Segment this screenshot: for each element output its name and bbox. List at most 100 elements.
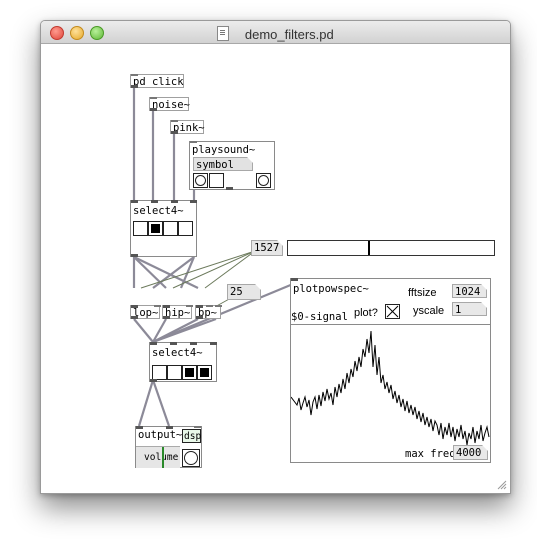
select4-bottom-abstraction[interactable]: select4~ [149,342,217,382]
plot-toggle[interactable] [385,304,400,319]
outlet[interactable] [131,254,138,257]
select4-top-abstraction[interactable]: select4~ [130,200,197,257]
freq-slider[interactable] [287,240,495,256]
cord-select2-output-r[interactable] [151,379,171,427]
outlet[interactable] [226,187,233,190]
inlet[interactable] [131,305,138,308]
q-number-box[interactable]: 25 [227,284,261,300]
volume-knob[interactable] [162,447,164,468]
hip-object[interactable]: hip~ [162,305,193,319]
inlet[interactable] [136,426,143,429]
resize-grip-icon[interactable] [496,479,507,490]
titlebar[interactable]: demo_filters.pd [41,21,510,44]
cord-freq-bp[interactable] [204,250,256,289]
bp-object[interactable]: bp~ [195,305,222,319]
spectrum-plot [291,330,490,445]
outlet[interactable] [150,108,157,111]
select-box-2[interactable] [167,365,182,380]
inlet[interactable] [291,278,298,281]
max-freq-value: 4000 [456,447,482,459]
pink-object[interactable]: pink~ [170,120,205,134]
play-bang[interactable] [193,173,208,188]
inlet[interactable] [210,342,217,345]
fftsize-value: 1024 [455,286,481,298]
inlet[interactable] [190,141,197,143]
cord-select-bp[interactable] [133,256,199,289]
select-box-3[interactable] [163,221,178,236]
cord-ctrl-hip[interactable] [152,256,195,289]
cord-lop-select2[interactable] [133,318,154,343]
fftsize-number-box[interactable]: 1024 [452,284,487,298]
cord-freq-hip[interactable] [172,250,256,289]
inlet[interactable] [186,305,193,307]
select-box-4[interactable] [178,221,193,236]
volume-label: volume [144,452,178,463]
minimize-window-button[interactable] [70,26,84,40]
inlet[interactable] [151,200,158,203]
symbol-atom[interactable]: symbol [193,157,253,171]
plotpowspec-abstraction[interactable]: plotpowspec~ fftsize 1024 $0-signal plot… [290,278,491,463]
cord-select-hip[interactable] [133,256,167,289]
cord-select2-output-l[interactable] [137,379,155,427]
yscale-number-box[interactable]: 1 [452,302,487,316]
freq-number-box[interactable]: 1527 [251,240,283,256]
object-text: pd click [133,76,184,88]
inlet[interactable] [215,305,222,307]
object-text: bp~ [198,307,217,319]
output-abstraction[interactable]: output~ dsp volume [135,426,202,468]
inlet[interactable] [170,342,177,345]
noise-object[interactable]: noise~ [149,97,190,111]
select-box-4[interactable] [197,365,212,380]
inlet[interactable] [166,426,173,429]
slider-knob[interactable] [368,241,370,255]
max-freq-number-box[interactable]: 4000 [453,445,488,460]
patch-canvas[interactable]: pd click noise~ pink~ playsound~ symbol [41,44,510,493]
lop-object[interactable]: lop~ [130,305,161,319]
playsound-abstraction[interactable]: playsound~ symbol [189,141,275,190]
outlet[interactable] [163,316,170,319]
inlet[interactable] [171,200,178,203]
inlet[interactable] [171,120,178,122]
outlet[interactable] [131,85,138,88]
inlet[interactable] [150,342,157,345]
spectrum-line [291,330,490,445]
inlet[interactable] [190,200,197,203]
outlet[interactable] [150,379,157,382]
close-window-button[interactable] [50,26,64,40]
mute-bang[interactable] [182,449,200,467]
dsp-label: dsp [184,431,202,442]
loop-toggle[interactable] [209,173,224,188]
zoom-window-button[interactable] [90,26,104,40]
inlet[interactable] [196,305,203,308]
select-box-2[interactable] [148,221,163,236]
object-text: lop~ [133,307,159,319]
pd-click-object[interactable]: pd click [130,74,184,88]
object-text: noise~ [152,99,190,111]
object-text: pink~ [173,122,205,134]
signal-name-label: $0-signal [291,311,348,323]
inlet[interactable] [131,200,138,203]
select-box-3[interactable] [182,365,197,380]
select4-label: select4~ [152,347,203,359]
outlet[interactable] [131,316,138,319]
output-label: output~ [138,429,183,441]
cord-hip-select2[interactable] [152,318,167,343]
inlet[interactable] [163,305,170,308]
inlet[interactable] [190,342,197,345]
volume-slider[interactable]: volume [136,446,180,468]
inlet[interactable] [150,97,157,99]
inlet[interactable] [131,74,138,76]
inlet[interactable] [194,426,201,428]
select-box-1[interactable] [152,365,167,380]
open-file-bang[interactable] [256,173,271,188]
cord-to-plotpowspec[interactable] [152,282,294,344]
document-icon [217,26,230,41]
inlet[interactable] [206,305,213,307]
fftsize-label: fftsize [408,287,437,299]
dsp-toggle[interactable]: dsp [182,429,201,443]
inlet[interactable] [154,305,161,307]
outlet[interactable] [171,131,178,134]
outlet[interactable] [196,316,203,319]
cord-freq-lop[interactable] [140,250,256,289]
select-box-1[interactable] [133,221,148,236]
